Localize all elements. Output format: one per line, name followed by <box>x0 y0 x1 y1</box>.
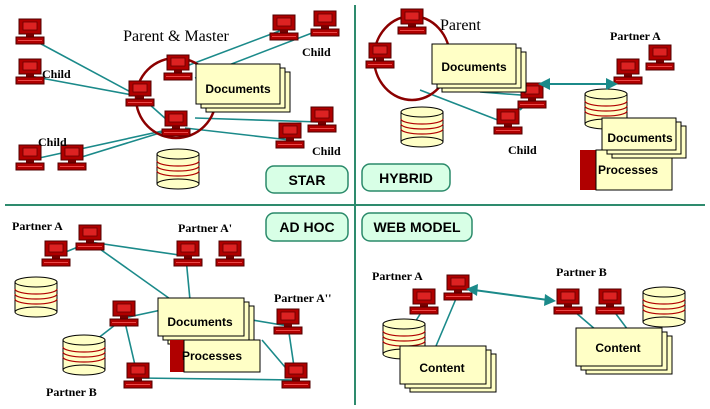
web-content-b: Content <box>575 327 673 375</box>
adhoc-documents-label: Documents <box>167 315 233 329</box>
database-icon <box>62 334 106 376</box>
computer-icon <box>595 288 625 315</box>
computer-icon <box>443 274 473 301</box>
database-icon <box>14 276 58 318</box>
adhoc-partner-label: Partner A' <box>178 221 232 235</box>
star-title: STAR <box>288 172 325 188</box>
adhoc-processes: Processes <box>170 339 261 373</box>
adhoc-title-badge: AD HOC <box>265 212 349 242</box>
hybrid-documents: Documents <box>431 43 527 93</box>
star-title-badge: STAR <box>265 165 349 194</box>
computer-icon <box>310 10 340 37</box>
web-partner-link <box>466 284 556 306</box>
adhoc-partner-label: Partner B <box>46 385 97 399</box>
hybrid-partner-documents: Documents <box>601 117 687 159</box>
computer-icon <box>15 18 45 45</box>
computer-icon <box>397 8 427 35</box>
star-documents: Documents <box>195 63 291 113</box>
star-parent-label: Parent & Master <box>123 28 229 45</box>
adhoc-documents: Documents <box>157 297 255 345</box>
star-documents-label: Documents <box>205 82 271 96</box>
computer-icon <box>553 288 583 315</box>
web-quadrant: Content Content Partner A Partner B WEB … <box>361 212 686 393</box>
hybrid-processes-label: Processes <box>598 163 658 177</box>
adhoc-partner-label: Partner A'' <box>274 291 331 305</box>
web-partner-label: Partner A <box>372 269 423 283</box>
computer-icon <box>493 108 523 135</box>
computer-icon <box>75 224 105 251</box>
computer-icon <box>125 80 155 107</box>
computer-icon <box>123 362 153 389</box>
star-links <box>29 27 326 161</box>
hybrid-title: HYBRID <box>379 170 433 186</box>
web-content-a: Content <box>399 345 497 393</box>
computer-icon <box>161 110 191 137</box>
star-quadrant: Documents Parent & Master Child Child Ch… <box>15 10 349 194</box>
computer-icon <box>173 240 203 267</box>
star-child-label: Child <box>42 67 71 81</box>
computer-icon <box>273 308 303 335</box>
computer-icon <box>15 58 45 85</box>
star-child-label: Child <box>38 135 67 149</box>
star-child-label: Child <box>312 144 341 158</box>
hybrid-documents2-label: Documents <box>607 131 673 145</box>
computer-icon <box>215 240 245 267</box>
adhoc-title: AD HOC <box>279 219 334 235</box>
database-icon <box>400 106 444 148</box>
hybrid-documents-label: Documents <box>441 60 507 74</box>
computer-icon <box>269 14 299 41</box>
hybrid-child-label: Child <box>508 143 537 157</box>
computer-icon <box>275 122 305 149</box>
computer-icon <box>41 240 71 267</box>
hybrid-partner-link <box>538 78 618 90</box>
database-icon <box>156 148 200 190</box>
hybrid-parent-label: Parent <box>440 17 481 34</box>
computer-icon <box>613 58 643 85</box>
star-child-label: Child <box>302 45 331 59</box>
hybrid-quadrant: Documents Processes Documents Parent Par… <box>361 8 687 192</box>
hybrid-partner-label: Partner A <box>610 29 661 43</box>
computer-icon <box>409 288 439 315</box>
computer-icon <box>163 54 193 81</box>
adhoc-partner-label: Partner A <box>12 219 63 233</box>
computer-icon <box>645 44 675 71</box>
computer-icon <box>281 362 311 389</box>
web-content-label: Content <box>419 361 464 375</box>
adhoc-processes-label: Processes <box>182 349 242 363</box>
web-title: WEB MODEL <box>373 219 461 235</box>
adhoc-quadrant: Documents Processes Partner A Partner A'… <box>12 212 349 399</box>
web-partner-label: Partner B <box>556 265 607 279</box>
web-title-badge: WEB MODEL <box>361 212 473 242</box>
computer-icon <box>109 300 139 327</box>
computer-icon <box>307 106 337 133</box>
web-content-label: Content <box>595 341 640 355</box>
database-icon <box>642 286 686 328</box>
hybrid-title-badge: HYBRID <box>361 163 451 192</box>
computer-icon <box>365 42 395 69</box>
